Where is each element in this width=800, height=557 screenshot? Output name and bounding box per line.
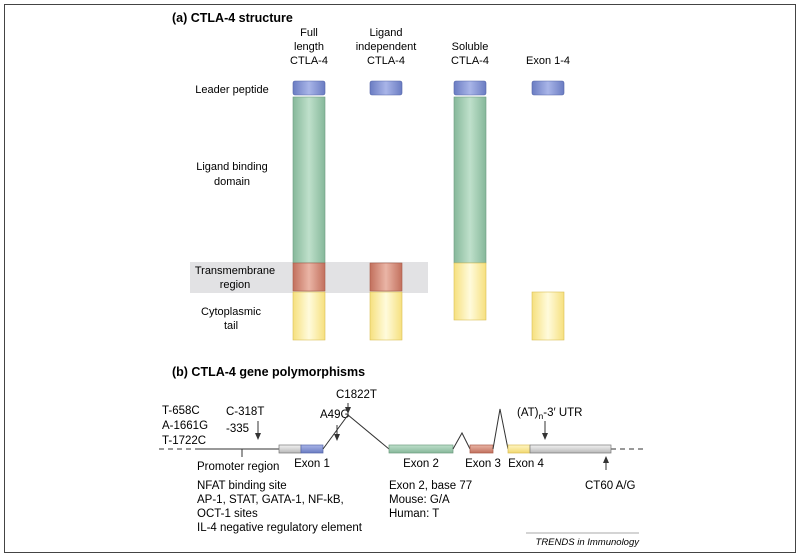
exon4-box	[507, 444, 531, 454]
exon-labels: Exon 1 Exon 2 Exon 3 Exon 4	[294, 458, 544, 470]
ex14-tail	[531, 291, 565, 341]
exon2-box	[388, 444, 454, 454]
panel-a-title: (a) CTLA-4 structure	[172, 11, 293, 25]
snp-c318t: C-318T	[226, 406, 264, 418]
promoter-region-label: Promoter region	[197, 461, 279, 473]
arrow-ct60-head	[603, 456, 609, 463]
journal-credit: TRENDS in Immunology	[536, 537, 641, 548]
col-full-line1: Full	[300, 27, 318, 39]
promoter-note-2: AP-1, STAT, GATA-1, NF-kB,	[197, 494, 344, 506]
promoter-note-1: NFAT binding site	[197, 480, 287, 492]
arrow-c318t-head	[255, 433, 261, 440]
upstream-snps: T-658C A-1661G T-1722C	[162, 405, 208, 447]
sol-leader-peptide	[453, 80, 487, 96]
sol-tail	[453, 262, 487, 321]
li-leader-peptide	[369, 80, 403, 96]
promoter-notes: NFAT binding site AP-1, STAT, GATA-1, NF…	[197, 480, 363, 534]
full-leader-peptide	[292, 80, 326, 96]
snp-c1822t: C1822T	[336, 389, 377, 401]
ligand-independent-isoform	[369, 80, 403, 341]
row-tm-label-2: region	[220, 279, 251, 291]
full-ligand-binding-domain	[292, 96, 326, 264]
at-repeat-label: (AT)n-3′ UTR	[517, 407, 582, 421]
col-soluble-line2: CTLA-4	[451, 55, 489, 67]
exon2-note-2: Mouse: G/A	[389, 494, 450, 506]
snp-a1661g: A-1661G	[162, 420, 208, 432]
three-prime-utr	[529, 444, 612, 454]
exon14-isoform	[531, 80, 565, 341]
snp-ct60: CT60 A/G	[585, 480, 636, 492]
exon2-notes: Exon 2, base 77 Mouse: G/A Human: T	[389, 480, 472, 520]
pos-minus335: -335	[226, 423, 249, 435]
ex14-leader-peptide	[531, 80, 565, 96]
li-transmembrane	[369, 262, 403, 292]
arrow-c1822t-head	[345, 407, 351, 414]
full-length-isoform	[292, 80, 326, 341]
exon2-note-1: Exon 2, base 77	[389, 480, 472, 492]
exon4-label: Exon 4	[508, 458, 544, 470]
column-headers: Full length CTLA-4 Ligand independent CT…	[290, 27, 570, 67]
sol-ligand-binding-domain	[453, 96, 487, 264]
exon1-label: Exon 1	[294, 458, 330, 470]
row-tm-label-1: Transmembrane	[195, 265, 275, 277]
soluble-isoform	[453, 80, 487, 321]
col-full-line3: CTLA-4	[290, 55, 328, 67]
col-ligand-ind-line3: CTLA-4	[367, 55, 405, 67]
col-exon14-label: Exon 1-4	[526, 55, 570, 67]
arrow-a49g-head	[334, 434, 340, 441]
row-labels: Leader peptide Ligand binding domain Tra…	[195, 84, 275, 332]
row-cyto-label-1: Cytoplasmic	[201, 306, 261, 318]
row-cyto-label-2: tail	[224, 320, 238, 332]
exon2-note-3: Human: T	[389, 508, 439, 520]
row-leader-label: Leader peptide	[195, 84, 268, 96]
full-cytoplasmic-tail	[292, 291, 326, 341]
panel-b-title: (b) CTLA-4 gene polymorphisms	[172, 365, 365, 379]
intron3-line	[492, 408, 509, 450]
col-full-line2: length	[294, 41, 324, 53]
snp-a49g: A49G	[320, 409, 349, 421]
snp-t1722c: T-1722C	[162, 435, 206, 447]
arrow-at-head	[542, 433, 548, 440]
col-ligand-ind-line2: independent	[356, 41, 417, 53]
row-ligand-label-1: Ligand binding	[196, 161, 268, 173]
promoter-note-4: IL-4 negative regulatory element	[197, 522, 363, 534]
row-ligand-label-2: domain	[214, 176, 250, 188]
li-cytoplasmic-tail	[369, 291, 403, 341]
intron1-line	[322, 414, 390, 450]
intron2-line	[452, 431, 471, 450]
five-prime-utr	[278, 444, 302, 454]
exon3-box	[469, 444, 494, 454]
snp-t658c: T-658C	[162, 405, 200, 417]
exon3-label: Exon 3	[465, 458, 501, 470]
exon1-box	[300, 444, 324, 454]
col-ligand-ind-line1: Ligand	[369, 27, 402, 39]
exon2-label: Exon 2	[403, 458, 439, 470]
promoter-note-3: OCT-1 sites	[197, 508, 258, 520]
col-soluble-line1: Soluble	[452, 41, 489, 53]
full-transmembrane	[292, 262, 326, 292]
